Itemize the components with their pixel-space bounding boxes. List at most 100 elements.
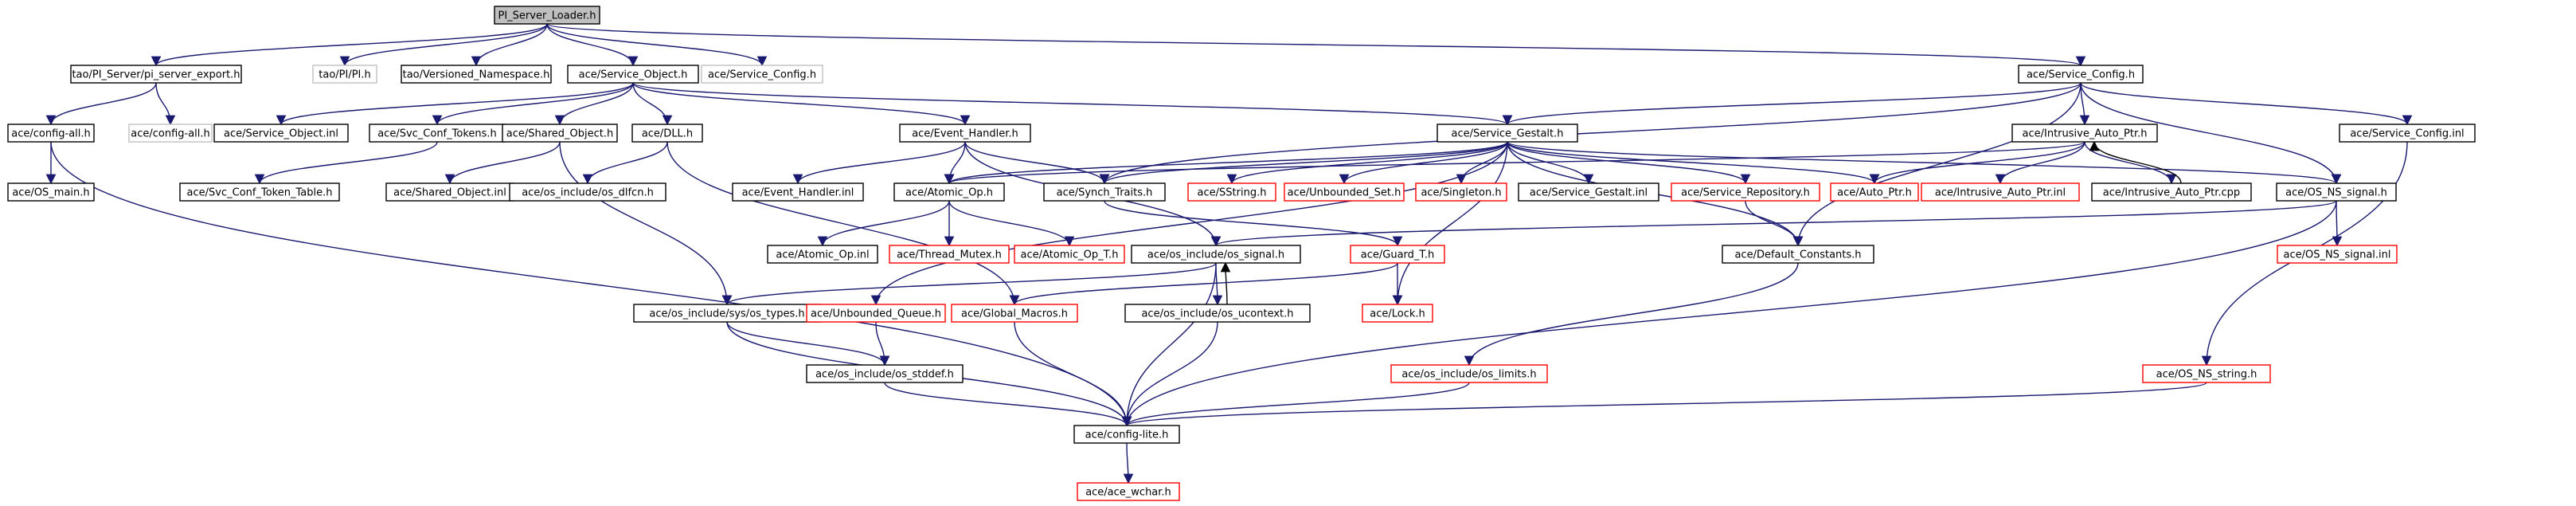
- node-os-ns-signal[interactable]: ace/OS_NS_signal.h: [2276, 182, 2397, 202]
- node-intrusive-auto-ptr-inl[interactable]: ace/Intrusive_Auto_Ptr.inl: [1921, 182, 2080, 202]
- node-global-macros[interactable]: ace/Global_Macros.h: [951, 304, 1078, 323]
- node-dll[interactable]: ace/DLL.h: [631, 124, 703, 143]
- node-service-object[interactable]: ace/Service_Object.h: [567, 65, 699, 84]
- edge-synch_traits-to-guard_t: [1104, 200, 1403, 247]
- edge-service_gestalt-to-atomic_op: [944, 141, 1508, 185]
- node-thread-mutex[interactable]: ace/Thread_Mutex.h: [889, 245, 1010, 264]
- node-os-limits[interactable]: ace/os_include/os_limits.h: [1390, 364, 1548, 383]
- node-synch-traits[interactable]: ace/Synch_Traits.h: [1043, 182, 1166, 202]
- node-box: [2277, 245, 2398, 264]
- node-label: ace/Unbounded_Queue.h: [811, 308, 941, 320]
- node-intrusive-auto-ptr-cpp[interactable]: ace/Intrusive_Auto_Ptr.cpp: [2091, 182, 2252, 202]
- node-box: [494, 6, 600, 25]
- node-config-all-h[interactable]: ace/config-all.h: [7, 124, 95, 143]
- node-box: [567, 65, 699, 84]
- node-service-config-inl[interactable]: ace/Service_Config.inl: [2339, 124, 2476, 143]
- node-label: ace/Service_Object.h: [579, 69, 688, 81]
- node-ace-wchar[interactable]: ace/ace_wchar.h: [1077, 482, 1180, 501]
- node-label: ace/OS_NS_signal.h: [2285, 187, 2387, 199]
- node-pi-server-loader[interactable]: PI_Server_Loader.h: [494, 6, 600, 25]
- node-os-stddef[interactable]: ace/os_include/os_stddef.h: [806, 364, 964, 383]
- edge-service_gestalt-to-unbounded_queue: [870, 141, 1508, 306]
- node-service-gestalt-inl[interactable]: ace/Service_Gestalt.inl: [1518, 182, 1659, 202]
- node-box: [312, 65, 377, 84]
- node-atomic-op-inl[interactable]: ace/Atomic_Op.inl: [767, 245, 878, 264]
- node-atomic-op[interactable]: ace/Atomic_Op.h: [893, 182, 1005, 202]
- node-label: ace/Atomic_Op.inl: [776, 249, 869, 261]
- node-singleton[interactable]: ace/Singleton.h: [1415, 182, 1507, 202]
- edge-guard_t-to-global_macros: [1009, 262, 1398, 306]
- node-config-lite[interactable]: ace/config-lite.h: [1073, 425, 1180, 444]
- edge-shared_object-to-os_types: [559, 141, 733, 306]
- node-label: tao/PI/PI.h: [319, 69, 371, 81]
- node-box: [1722, 245, 1874, 264]
- edge-pi_server_export-to-config_all_gray: [155, 82, 176, 126]
- node-os-ns-signal-inl[interactable]: ace/OS_NS_signal.inl: [2277, 245, 2398, 264]
- node-box: [1073, 425, 1180, 444]
- node-label: tao/PI_Server/pi_server_export.h: [72, 69, 240, 81]
- edge-service_gestalt-to-lock: [1392, 141, 1508, 306]
- node-box: [899, 124, 1031, 143]
- node-intrusive-auto-ptr[interactable]: ace/Intrusive_Auto_Ptr.h: [2011, 124, 2158, 143]
- node-shared-object[interactable]: ace/Shared_Object.h: [502, 124, 618, 143]
- node-box: [2091, 182, 2252, 202]
- edge-service_gestalt-to-service_repository: [1507, 141, 1751, 185]
- node-lock[interactable]: ace/Lock.h: [1362, 304, 1433, 323]
- edge-shared_object-to-shared_object_inl: [444, 141, 561, 185]
- edge-service_object-to-service_gestalt: [632, 82, 1512, 126]
- edge-default_constants-to-os_limits: [1464, 262, 1799, 367]
- node-svc-conf-tokens[interactable]: ace/Svc_Conf_Tokens.h: [369, 124, 506, 143]
- edge-service_gestalt-to-sstring: [1226, 141, 1508, 185]
- node-label: ace/Atomic_Op_T.h: [1021, 249, 1119, 261]
- node-shared-object-inl[interactable]: ace/Shared_Object.inl: [385, 182, 514, 202]
- node-label: ace/Service_Object.inl: [224, 128, 338, 140]
- node-service-repository[interactable]: ace/Service_Repository.h: [1671, 182, 1820, 202]
- node-box: [7, 124, 95, 143]
- node-label: ace/DLL.h: [642, 128, 693, 140]
- edge-intrusive_auto_ptr-to-intrusive_auto_ptr_inl: [1995, 141, 2085, 185]
- node-tao-pi[interactable]: tao/PI/PI.h: [312, 65, 377, 84]
- node-auto-ptr[interactable]: ace/Auto_Ptr.h: [1830, 182, 1919, 202]
- node-os-signal[interactable]: ace/os_include/os_signal.h: [1131, 245, 1301, 264]
- node-label: ace/Lock.h: [1370, 308, 1425, 320]
- node-label: ace/OS_main.h: [12, 187, 89, 199]
- node-os-ns-string[interactable]: ace/OS_NS_string.h: [2142, 364, 2271, 383]
- node-label: ace/Atomic_Op.h: [905, 187, 993, 199]
- node-box: [732, 182, 864, 202]
- node-os-main[interactable]: ace/OS_main.h: [7, 182, 95, 202]
- edge-pi_server_loader-to-service_config_top: [546, 23, 768, 67]
- node-event-handler[interactable]: ace/Event_Handler.h: [899, 124, 1031, 143]
- node-atomic-op-t[interactable]: ace/Atomic_Op_T.h: [1014, 245, 1125, 264]
- node-svc-conf-token-table[interactable]: ace/Svc_Conf_Token_Table.h: [179, 182, 340, 202]
- edge-event_handler-to-atomic_op: [944, 141, 966, 185]
- edge-pi_server_loader-to-service_object: [546, 23, 639, 67]
- node-os-types[interactable]: ace/os_include/sys/os_types.h: [633, 304, 821, 323]
- node-box: [1830, 182, 1919, 202]
- node-pi-server-export[interactable]: tao/PI_Server/pi_server_export.h: [70, 65, 242, 84]
- node-box: [1671, 182, 1820, 202]
- node-versioned-ns[interactable]: tao/Versioned_Namespace.h: [401, 65, 552, 84]
- node-box: [401, 65, 552, 84]
- node-guard-t[interactable]: ace/Guard_T.h: [1350, 245, 1445, 264]
- node-label: ace/config-lite.h: [1085, 430, 1169, 441]
- edge-intrusive_auto_ptr_cpp-to-intrusive_auto_ptr: [2089, 140, 2182, 184]
- node-service-gestalt[interactable]: ace/Service_Gestalt.h: [1437, 124, 1578, 143]
- node-unbounded-set[interactable]: ace/Unbounded_Set.h: [1284, 182, 1405, 202]
- node-event-handler-inl[interactable]: ace/Event_Handler.inl: [732, 182, 864, 202]
- edge-service_config-to-service_config_inl: [2080, 82, 2413, 126]
- node-unbounded-queue[interactable]: ace/Unbounded_Queue.h: [806, 304, 946, 323]
- node-service-config[interactable]: ace/Service_Config.h: [2018, 65, 2144, 84]
- node-default-constants[interactable]: ace/Default_Constants.h: [1722, 245, 1874, 264]
- node-box: [1921, 182, 2080, 202]
- node-sstring[interactable]: ace/SString.h: [1187, 182, 1276, 202]
- node-config-all-gray[interactable]: ace/config-all.h: [128, 124, 213, 143]
- nodes-layer: PI_Server_Loader.h tao/PI_Server/pi_serve…: [7, 6, 2476, 501]
- node-os-dlfcn[interactable]: ace/os_include/os_dlfcn.h: [509, 182, 666, 202]
- edge-os_ns_signal-to-os_ns_signal_inl: [2332, 200, 2343, 247]
- node-label: ace/Event_Handler.inl: [742, 187, 854, 199]
- node-service-object-inl[interactable]: ace/Service_Object.inl: [213, 124, 349, 143]
- edge-unbounded_queue-to-os_stddef: [875, 321, 890, 367]
- node-service-config-top[interactable]: ace/Service_Config.h: [701, 65, 823, 84]
- node-os-ucontext[interactable]: ace/os_include/os_ucontext.h: [1124, 304, 1311, 323]
